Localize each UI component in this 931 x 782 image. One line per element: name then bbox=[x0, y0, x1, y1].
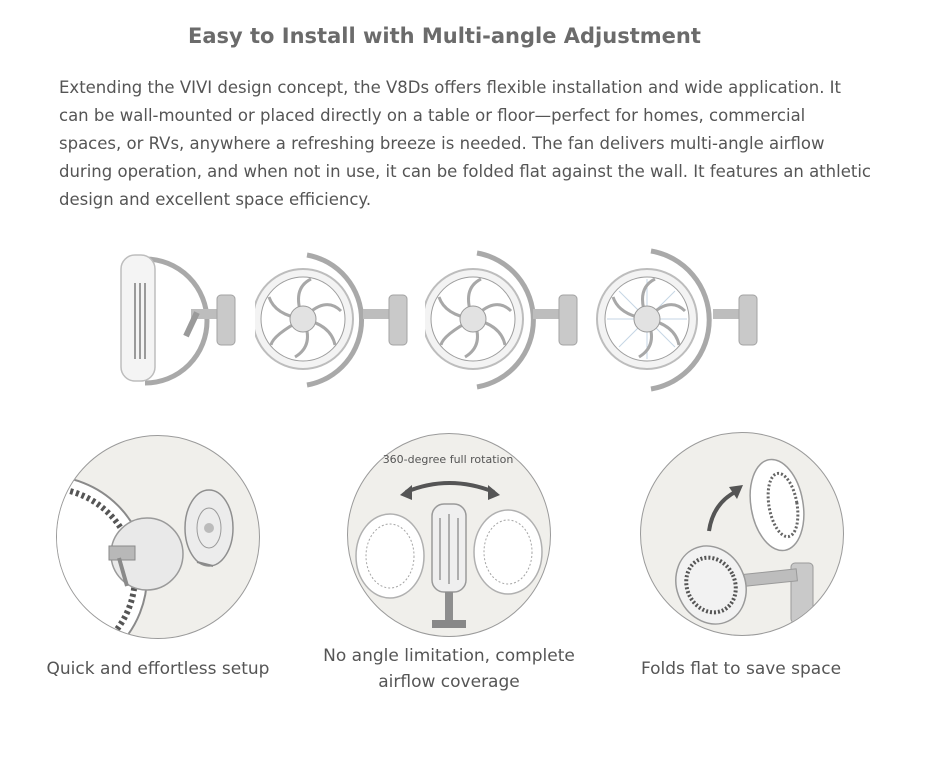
fan-side-view-image bbox=[120, 254, 236, 386]
fan-front-quarter-image bbox=[255, 252, 408, 388]
fold-arrow-icon bbox=[707, 489, 738, 532]
fold-illustration bbox=[675, 458, 814, 625]
section-title: Easy to Install with Multi-angle Adjustm… bbox=[188, 24, 701, 48]
feature-fold-caption: Folds flat to save space bbox=[640, 659, 842, 679]
rotation-label: 360-degree full rotation bbox=[382, 453, 514, 466]
rotation-illustration bbox=[355, 481, 543, 628]
fan-front-half-image bbox=[425, 250, 578, 390]
feature-setup-circle bbox=[56, 435, 260, 639]
rotation-arrow-icon bbox=[405, 481, 495, 494]
feature-setup-caption: Quick and effortless setup bbox=[46, 659, 270, 679]
wall-mount-bracket-icon bbox=[57, 475, 234, 638]
fan-angle-sequence bbox=[105, 245, 765, 395]
section-description: Extending the VIVI design concept, the V… bbox=[59, 78, 871, 209]
feature-rotation-caption: No angle limitation, complete airflow co… bbox=[323, 646, 575, 692]
feature-fold-circle bbox=[640, 432, 844, 636]
fan-front-full-image bbox=[596, 248, 758, 392]
feature-rotation-circle bbox=[347, 433, 551, 637]
